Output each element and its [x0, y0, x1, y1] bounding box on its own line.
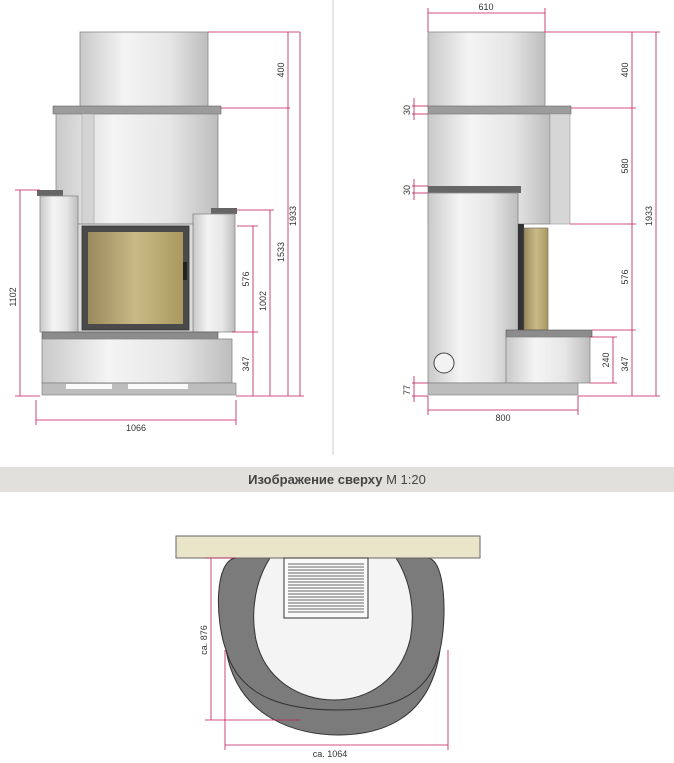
side-dim-580: 580 [620, 158, 630, 173]
top-view [175, 535, 481, 736]
front-dim-576: 576 [241, 271, 251, 286]
banner-scale: M 1:20 [386, 472, 426, 487]
front-dim-1102: 1102 [8, 287, 18, 306]
side-dim-30b: 30 [402, 185, 412, 195]
front-dim-400: 400 [276, 62, 286, 77]
front-dim-347: 347 [241, 356, 251, 371]
side-top-block [427, 31, 546, 109]
air-inlet-icon [433, 352, 455, 374]
side-ledge [428, 186, 521, 193]
top-dimensions: ca. 876 ca. 1064 [199, 557, 449, 759]
side-dim-800: 800 [495, 413, 510, 423]
side-dim-610: 610 [478, 2, 493, 12]
door-handle-icon [183, 262, 187, 280]
front-dim-1002: 1002 [258, 291, 268, 311]
front-dim-1066: 1066 [126, 423, 146, 433]
front-dim-1533: 1533 [276, 242, 286, 262]
side-body [427, 192, 519, 384]
side-dim-240: 240 [601, 352, 611, 367]
top-dim-depth: ca. 876 [199, 625, 209, 655]
front-right-side-block [192, 213, 236, 333]
front-dimensions: 1102 1066 400 1933 1533 1002 576 347 [8, 31, 304, 433]
front-upper-shelf [52, 105, 222, 115]
top-wall-slab [175, 535, 481, 559]
top-view-banner: Изображение сверху M 1:20 [0, 467, 674, 492]
front-base [41, 338, 233, 384]
front-left-ledge [37, 190, 63, 196]
side-glass [523, 227, 549, 331]
side-base [505, 336, 591, 384]
front-top-cylinder [79, 31, 209, 109]
front-glass [88, 232, 183, 324]
side-dimensions: 610 800 400 580 576 347 1933 240 30 30 [402, 2, 660, 423]
side-dim-347: 347 [620, 356, 630, 371]
front-left-side-block [39, 195, 79, 333]
top-dim-width: ca. 1064 [313, 749, 348, 759]
side-dim-400: 400 [620, 62, 630, 77]
side-dim-30a: 30 [402, 105, 412, 115]
side-dim-77: 77 [402, 385, 412, 395]
side-dim-1933: 1933 [644, 206, 654, 226]
front-dim-1933: 1933 [288, 206, 298, 226]
side-view [427, 31, 593, 396]
front-right-ledge [211, 208, 237, 214]
banner-title: Изображение сверху [248, 472, 383, 487]
front-hood [55, 113, 219, 225]
front-view [37, 31, 237, 396]
side-dim-576: 576 [620, 269, 630, 284]
